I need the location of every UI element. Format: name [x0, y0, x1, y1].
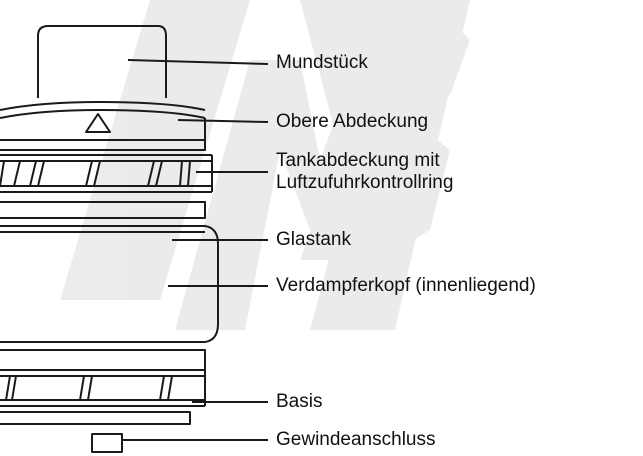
leader-lines — [122, 59, 269, 441]
label-tank-cover-line1: Tankabdeckung mit — [276, 150, 440, 171]
label-tank-cover-line2: Luftzufuhrkontrollring — [276, 172, 454, 193]
top-cap-part — [0, 101, 206, 151]
glass-tank-part — [0, 225, 219, 343]
label-thread: Gewindeanschluss — [276, 429, 436, 450]
label-mouthpiece: Mundstück — [276, 52, 368, 73]
label-top-cap: Obere Abdeckung — [276, 111, 429, 132]
thread-part — [91, 433, 123, 453]
mouthpiece-part — [37, 25, 167, 98]
label-coil-head: Verdampferkopf (innenliegend) — [276, 275, 536, 296]
airflow-ring-part — [0, 154, 213, 219]
label-base: Basis — [276, 391, 323, 412]
base-part — [0, 349, 206, 425]
label-glass-tank: Glastank — [276, 229, 351, 250]
